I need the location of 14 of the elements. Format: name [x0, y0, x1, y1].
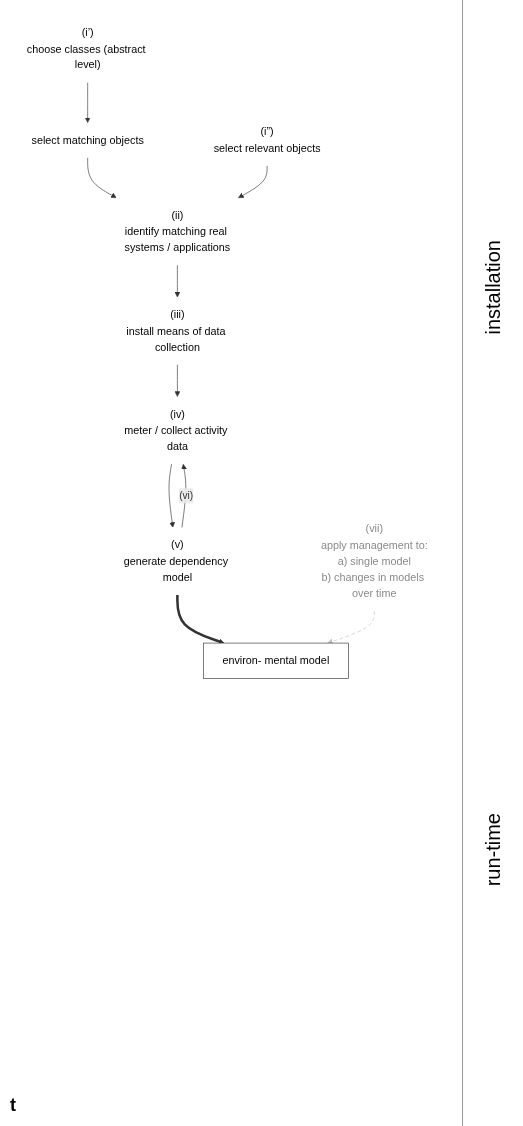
arrow — [176, 595, 225, 645]
node-text: (iii) install means of data collection — [126, 308, 226, 354]
node-text: (v) generate dependency model — [123, 538, 229, 584]
node-text: (iv) meter / collect activity data — [124, 408, 228, 453]
node-text: (i’) choose classes (abstract level) — [26, 26, 146, 71]
node-text: (vii) apply management to: a) single model b) changes in models over time — [320, 522, 428, 600]
node-box: environ- mental model — [203, 642, 349, 679]
phase-label: run-time — [481, 813, 505, 887]
edge-label: (vi) — [179, 490, 194, 501]
node-text: (i”) select relevant objects — [213, 125, 321, 155]
node-text: (ii) identify matching real systems / applications — [124, 209, 231, 254]
node-text: select matching objects — [31, 134, 144, 147]
time-axis-label: t — [10, 1095, 16, 1116]
phase-label: installation — [481, 239, 505, 335]
